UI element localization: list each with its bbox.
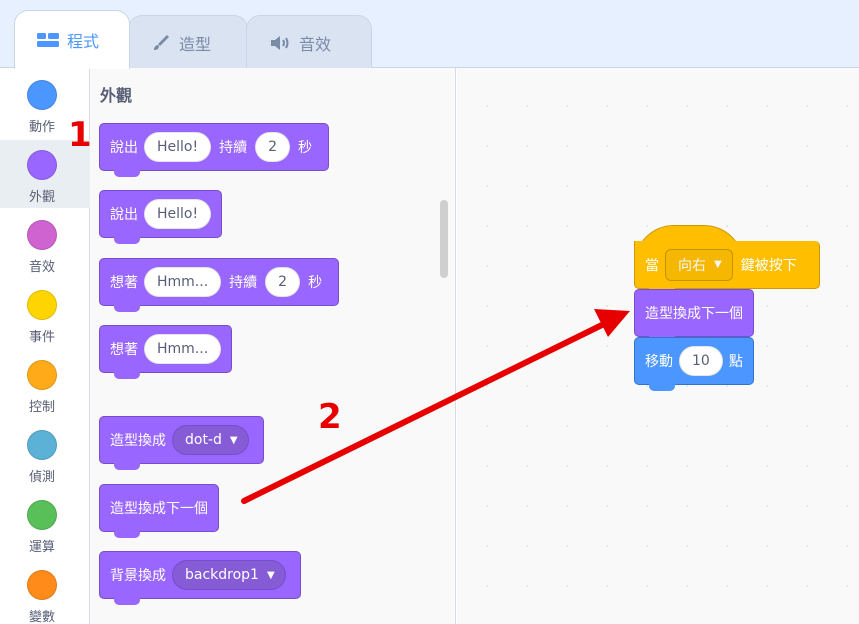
move-steps-block[interactable]: 移動 10 點 (634, 337, 754, 391)
sound-color-dot (27, 220, 57, 250)
looks-color-dot (27, 150, 57, 180)
editor-tab-bar: 程式 造型 音效 (0, 0, 859, 69)
think-text-input[interactable]: Hmm... (144, 334, 222, 364)
think-for-secs-block[interactable]: 想著 Hmm... 持續 2 秒 (99, 258, 340, 312)
costume-dropdown[interactable]: dot-d▼ (172, 425, 249, 455)
palette-scrollbar[interactable] (440, 200, 448, 278)
category-events[interactable]: 事件 (0, 280, 90, 348)
category-looks[interactable]: 外觀 (0, 140, 90, 208)
tab-sounds[interactable]: 音效 (246, 15, 372, 69)
backdrop-dropdown[interactable]: backdrop1▼ (172, 560, 286, 590)
category-motion[interactable]: 動作 (0, 70, 90, 138)
say-text-input[interactable]: Hello! (144, 199, 212, 229)
switch-costume-block[interactable]: 造型換成 dot-d▼ (99, 416, 264, 470)
palette-section-title: 外觀 (100, 86, 133, 105)
when-key-pressed-block[interactable]: 當 向右▼ 鍵被按下 (634, 241, 820, 295)
annotation-step-2: 2 (318, 397, 342, 437)
tab-code-label: 程式 (67, 32, 100, 51)
think-secs-input[interactable]: 2 (265, 267, 301, 297)
script-next-costume-block[interactable]: 造型換成下一個 (634, 289, 754, 343)
tab-code[interactable]: 程式 (14, 10, 130, 69)
events-color-dot (27, 290, 57, 320)
steps-input[interactable]: 10 (679, 346, 723, 376)
caret-down-icon: ▼ (714, 259, 722, 270)
caret-down-icon: ▼ (266, 569, 275, 581)
switch-backdrop-block[interactable]: 背景換成 backdrop1▼ (99, 551, 301, 605)
tab-sounds-label: 音效 (299, 34, 332, 54)
caret-down-icon: ▼ (229, 434, 238, 446)
think-block[interactable]: 想著 Hmm... (99, 325, 233, 379)
say-for-secs-block[interactable]: 說出 Hello! 持續 2 秒 (99, 123, 330, 177)
variables-color-dot (27, 570, 57, 600)
tab-costumes[interactable]: 造型 (128, 15, 248, 69)
motion-color-dot (27, 80, 57, 110)
operators-color-dot (27, 500, 57, 530)
brush-icon (151, 33, 171, 53)
sensing-color-dot (27, 430, 57, 460)
tab-costumes-label: 造型 (179, 34, 212, 54)
key-dropdown[interactable]: 向右▼ (665, 248, 733, 281)
category-operators[interactable]: 運算 (0, 490, 90, 558)
say-block[interactable]: 說出 Hello! (99, 190, 223, 244)
annotation-step-1: 1 (68, 115, 92, 155)
think-text-input[interactable]: Hmm... (144, 267, 222, 297)
next-costume-block[interactable]: 造型換成下一個 (99, 484, 219, 538)
code-icon (37, 33, 59, 47)
category-variables[interactable]: 變數 (0, 560, 90, 624)
say-text-input[interactable]: Hello! (144, 132, 212, 162)
control-color-dot (27, 360, 57, 390)
category-menu: 動作 外觀 音效 事件 控制 偵測 運算 變數 (0, 68, 90, 624)
category-sensing[interactable]: 偵測 (0, 420, 90, 488)
speaker-icon (269, 34, 291, 52)
category-control[interactable]: 控制 (0, 350, 90, 418)
category-sound[interactable]: 音效 (0, 210, 90, 278)
say-secs-input[interactable]: 2 (255, 132, 291, 162)
